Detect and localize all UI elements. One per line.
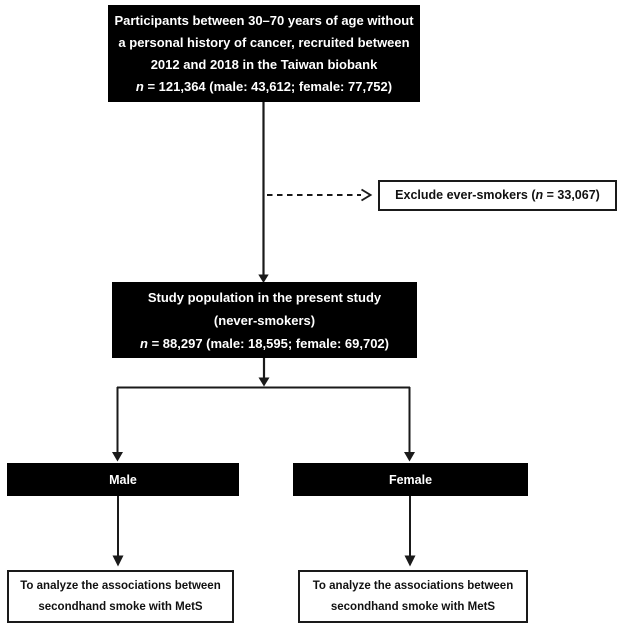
participants-line-3: 2012 and 2018 in the Taiwan biobank [150,56,378,72]
study-line-1: Study population in the present study [147,289,382,305]
participants-line-1: Participants between 30–70 years of age … [114,12,414,28]
exclude-box: Exclude ever-smokers (n = 33,067) [378,180,617,211]
connector-split-to-male [112,387,123,462]
female-label: Female [388,472,433,487]
exclude-text-before: Exclude ever-smokers ( [395,188,536,202]
female-analysis-box: To analyze the associations between seco… [298,570,528,623]
exclude-text-after: = 33,067) [543,188,600,202]
participants-line-2: a personal history of cancer, recruited … [118,34,410,50]
participants-stats: n = 121,364 (male: 43,612; female: 77,75… [136,76,392,98]
male-analysis-line-2: secondhand smoke with MetS [38,600,203,613]
male-label: Male [109,472,137,487]
participants-stats-n: n [135,78,144,94]
study-stats-n: n [140,335,148,351]
study-population-box: Study population in the present study (n… [112,282,417,358]
participants-stats-rest: = 121,364 (male: 43,612; female: 77,752) [143,78,393,94]
connector-male-to-analysis [112,496,124,567]
female-analysis-line-1: To analyze the associations between [312,579,514,592]
connector-participants-to-study [258,101,269,283]
connector-female-to-analysis [404,496,416,567]
exclude-text: Exclude ever-smokers (n = 33,067) [395,182,600,209]
female-analysis-line-2: secondhand smoke with MetS [330,600,496,613]
connector-split-to-female [404,387,415,462]
exclude-n: n [535,188,544,202]
study-stats-rest: = 88,297 (male: 18,595; female: 69,702) [147,335,389,351]
study-stats: n = 88,297 (male: 18,595; female: 69,702… [140,332,389,355]
participants-box: Participants between 30–70 years of age … [108,5,420,102]
male-box: Male [7,463,239,496]
female-box: Female [293,463,528,496]
male-analysis-box: To analyze the associations between seco… [7,570,234,623]
male-analysis-line-1: To analyze the associations between [20,579,221,592]
connector-study-to-split [117,358,410,389]
connector-exclude-dashed-arrow [267,188,373,202]
study-line-2: (never-smokers) [213,312,316,328]
